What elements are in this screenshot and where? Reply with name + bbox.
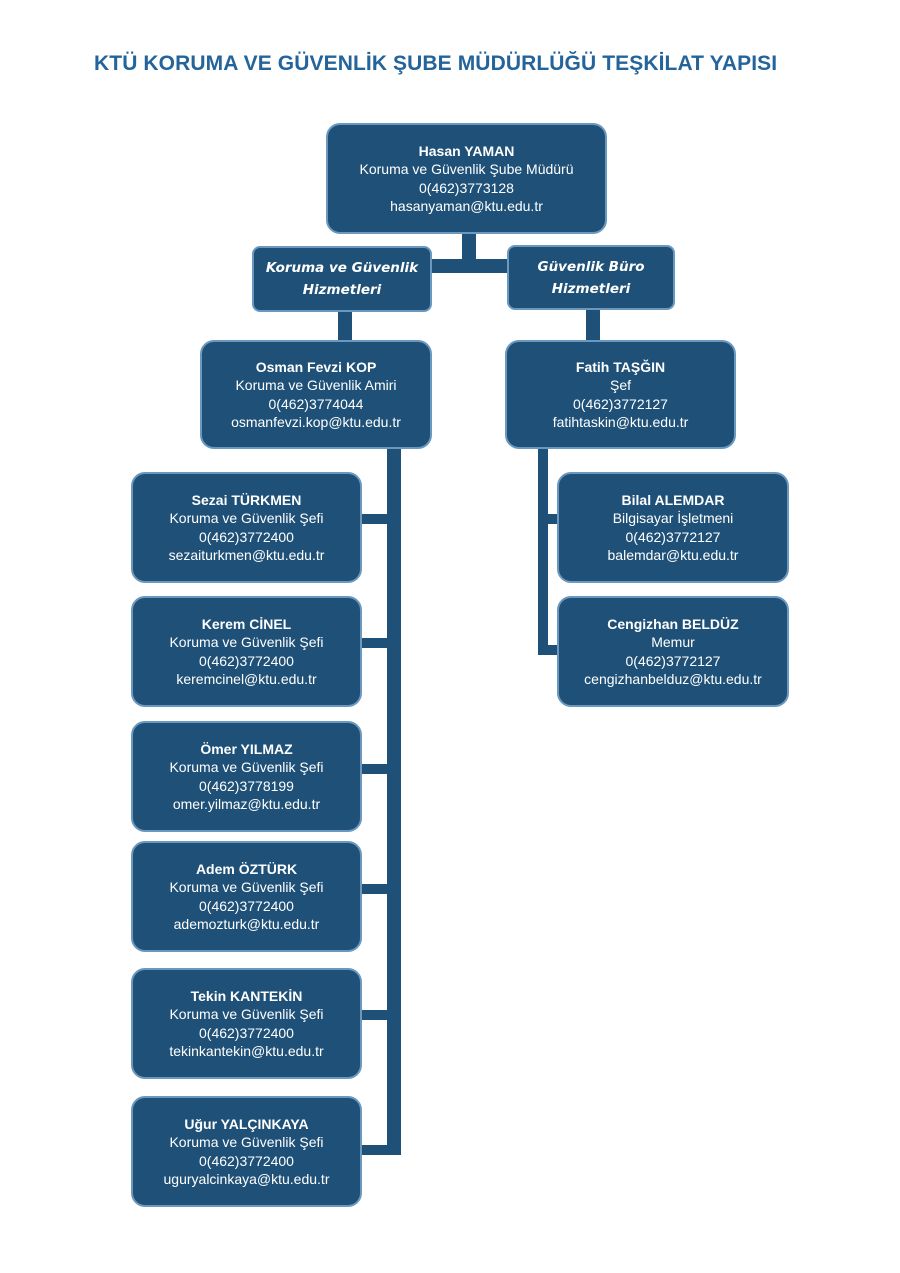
- person-email: tekinkantekin@ktu.edu.tr: [169, 1043, 324, 1059]
- person-phone: 0(462)3772400: [199, 897, 294, 914]
- org-node-staff: Adem ÖZTÜRK Koruma ve Güvenlik Şefi 0(46…: [131, 841, 362, 952]
- person-phone: 0(462)3778199: [199, 777, 294, 794]
- person-role: Koruma ve Güvenlik Şefi: [169, 1134, 324, 1150]
- person-role: Bilgisayar İşletmeni: [612, 510, 734, 526]
- person-phone: 0(462)3772400: [199, 652, 294, 669]
- person-phone: 0(462)3772127: [625, 652, 721, 669]
- connector-left-branch: [360, 514, 390, 524]
- person-email: omer.yilmaz@ktu.edu.tr: [172, 796, 321, 812]
- person-role: Koruma ve Güvenlik Şefi: [169, 510, 324, 526]
- person-email: keremcinel@ktu.edu.tr: [176, 671, 317, 687]
- category-label-line2: Hizmetleri: [302, 282, 382, 298]
- org-node-right-lead: Fatih TAŞĞIN Şef 0(462)3772127 fatihtask…: [505, 340, 736, 449]
- person-email: sezaiturkmen@ktu.edu.tr: [168, 547, 325, 563]
- connector-right-branch: [538, 514, 562, 524]
- person-name: Uğur YALÇINKAYA: [184, 1115, 309, 1132]
- person-role: Memur: [651, 634, 695, 650]
- person-name: Kerem CİNEL: [201, 615, 292, 632]
- connector-left-category-down: [338, 310, 352, 342]
- person-phone: 0(462)3772127: [625, 528, 721, 545]
- person-phone: 0(462)3772400: [199, 1024, 294, 1041]
- person-email: cengizhanbelduz@ktu.edu.tr: [584, 671, 762, 687]
- org-node-staff: Tekin KANTEKİN Koruma ve Güvenlik Şefi 0…: [131, 968, 362, 1079]
- person-phone: 0(462)3772127: [573, 395, 668, 412]
- category-label-line1: Güvenlik Büro: [537, 258, 645, 275]
- person-name: Adem ÖZTÜRK: [195, 860, 298, 877]
- connector-right-category-down: [586, 308, 600, 342]
- person-email: ademozturk@ktu.edu.tr: [173, 916, 320, 932]
- category-label-line2: Hizmetleri: [551, 280, 631, 297]
- connector-head-down: [462, 232, 476, 266]
- person-role: Şef: [609, 377, 631, 393]
- person-email: hasanyaman@ktu.edu.tr: [390, 198, 543, 214]
- connector-categories-horizontal: [430, 259, 510, 273]
- org-node-staff: Kerem CİNEL Koruma ve Güvenlik Şefi 0(46…: [131, 596, 362, 707]
- person-role: Koruma ve Güvenlik Şefi: [169, 1006, 324, 1022]
- person-email: balemdar@ktu.edu.tr: [607, 547, 739, 563]
- org-node-staff: Ömer YILMAZ Koruma ve Güvenlik Şefi 0(46…: [131, 721, 362, 832]
- person-email: uguryalcinkaya@ktu.edu.tr: [163, 1171, 330, 1187]
- org-node-left-lead: Osman Fevzi KOP Koruma ve Güvenlik Amiri…: [200, 340, 432, 449]
- person-name: Ömer YILMAZ: [200, 740, 293, 757]
- category-koruma-guvenlik-hizmetleri: Koruma ve Güvenlik Hizmetleri: [252, 246, 432, 312]
- connector-left-branch: [360, 764, 390, 774]
- person-phone: 0(462)3774044: [268, 395, 364, 412]
- org-node-staff: Uğur YALÇINKAYA Koruma ve Güvenlik Şefi …: [131, 1096, 362, 1207]
- person-role: Koruma ve Güvenlik Amiri: [235, 377, 397, 393]
- connector-left-trunk: [387, 447, 401, 1155]
- person-name: Fatih TAŞĞIN: [575, 358, 666, 375]
- person-phone: 0(462)3773128: [419, 179, 514, 196]
- person-name: Hasan YAMAN: [418, 142, 515, 159]
- person-name: Sezai TÜRKMEN: [191, 491, 302, 508]
- person-role: Koruma ve Güvenlik Şefi: [169, 879, 324, 895]
- connector-right-branch: [538, 645, 562, 655]
- page-title: KTÜ KORUMA VE GÜVENLİK ŞUBE MÜDÜRLÜĞÜ TE…: [94, 52, 778, 75]
- person-email: fatihtaskin@ktu.edu.tr: [552, 414, 689, 430]
- person-name: Osman Fevzi KOP: [255, 358, 377, 375]
- person-phone: 0(462)3772400: [199, 528, 294, 545]
- org-node-staff: Bilal ALEMDAR Bilgisayar İşletmeni 0(462…: [557, 472, 789, 583]
- org-node-staff: Cengizhan BELDÜZ Memur 0(462)3772127 cen…: [557, 596, 789, 707]
- person-name: Cengizhan BELDÜZ: [607, 615, 739, 632]
- connector-left-branch: [360, 1010, 390, 1020]
- person-role: Koruma ve Güvenlik Şefi: [169, 634, 324, 650]
- person-name: Tekin KANTEKİN: [190, 987, 303, 1004]
- org-node-staff: Sezai TÜRKMEN Koruma ve Güvenlik Şefi 0(…: [131, 472, 362, 583]
- connector-left-branch: [360, 638, 390, 648]
- person-phone: 0(462)3772400: [199, 1152, 294, 1169]
- connector-left-branch: [360, 1145, 400, 1155]
- person-role: Koruma ve Güvenlik Şefi: [169, 759, 324, 775]
- person-role: Koruma ve Güvenlik Şube Müdürü: [359, 161, 574, 177]
- connector-right-trunk: [538, 447, 548, 655]
- category-label-line1: Koruma ve Güvenlik: [265, 260, 419, 276]
- category-guvenlik-buro-hizmetleri: Güvenlik Büro Hizmetleri: [507, 245, 675, 310]
- org-node-head: Hasan YAMAN Koruma ve Güvenlik Şube Müdü…: [326, 123, 607, 234]
- person-email: osmanfevzi.kop@ktu.edu.tr: [231, 414, 401, 430]
- person-name: Bilal ALEMDAR: [621, 491, 725, 508]
- connector-left-branch: [360, 884, 390, 894]
